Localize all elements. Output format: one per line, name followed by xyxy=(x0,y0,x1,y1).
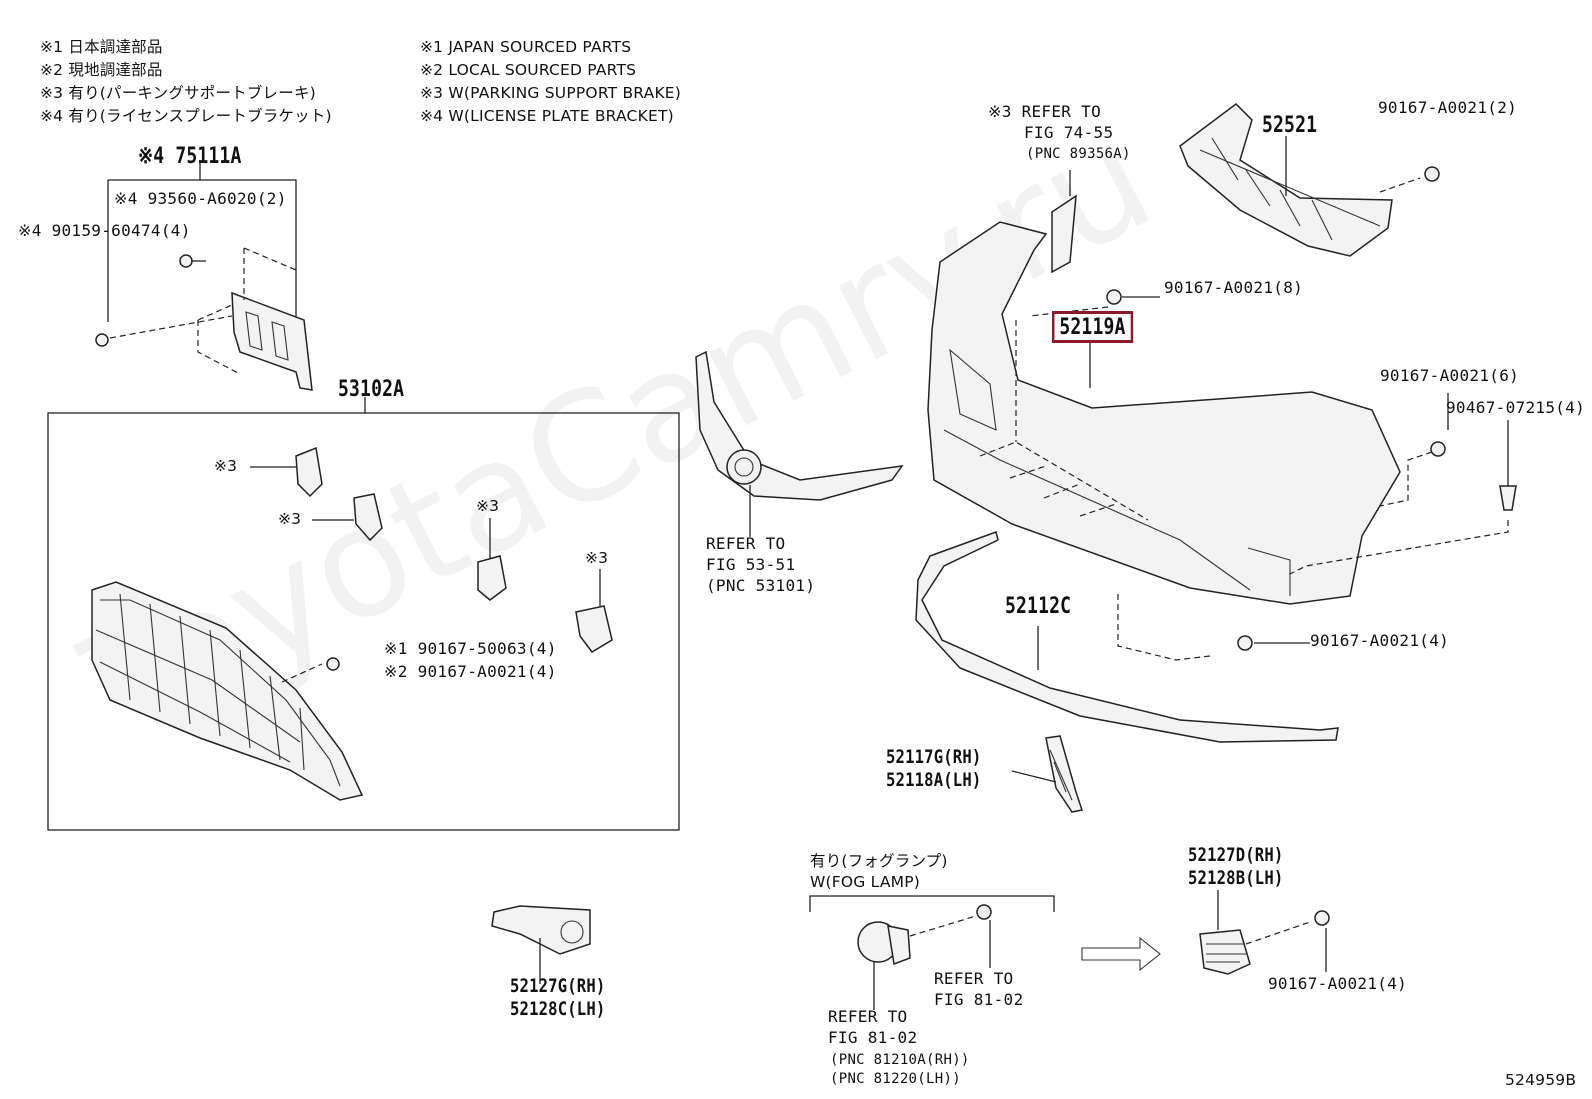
fog-group-title-en: W(FOG LAMP) xyxy=(810,873,920,891)
part-75111a-label[interactable]: ※4 75111A xyxy=(138,144,242,169)
refer-81-02-left-line2[interactable]: FIG 81-02 xyxy=(828,1028,918,1047)
legend-jp-3: ※3 有り(パーキングサポートブレーキ) xyxy=(40,84,316,102)
fog-cover-right-drawing xyxy=(1199,890,1330,975)
part-90467-07215-label[interactable]: 90467-07215(4) xyxy=(1446,398,1586,417)
figure-id: 524959B xyxy=(1505,1071,1577,1089)
grille-drawing xyxy=(91,581,364,801)
part-90167-a0021-6-label[interactable]: 90167-A0021(6) xyxy=(1380,366,1520,385)
legend-jp-2: ※2 現地調達部品 xyxy=(40,61,163,79)
refer-81-02-right-line2[interactable]: FIG 81-02 xyxy=(934,990,1024,1009)
part-52127g-label[interactable]: 52127G(RH) xyxy=(510,975,606,997)
part-90167-50063-label[interactable]: ※1 90167-50063(4) xyxy=(384,639,557,658)
refer-74-55-line1[interactable]: ※3 REFER TO xyxy=(988,102,1102,121)
legend-jp-4: ※4 有り(ライセンスプレートブラケット) xyxy=(40,107,332,125)
refer-74-55-line2[interactable]: FIG 74-55 xyxy=(1024,123,1114,142)
sensor-drawings xyxy=(250,446,613,653)
fog-lamp-group-drawing xyxy=(809,895,1161,1010)
license-group-leader xyxy=(107,161,297,322)
refer-53-51-line3: (PNC 53101) xyxy=(706,576,816,595)
legend-en-1: ※1 JAPAN SOURCED PARTS xyxy=(420,38,632,56)
sensor-mark-4: ※3 xyxy=(585,549,609,567)
refer-53-51-line2[interactable]: FIG 53-51 xyxy=(706,555,796,574)
reflector-drawing xyxy=(1011,735,1083,813)
part-52127d-label[interactable]: 52127D(RH) xyxy=(1188,844,1284,866)
part-90167-a0021-grille-label[interactable]: ※2 90167-A0021(4) xyxy=(384,662,557,681)
part-90159-label[interactable]: ※4 90159-60474(4) xyxy=(18,221,191,240)
part-90167-a0021-4-fog-label[interactable]: 90167-A0021(4) xyxy=(1268,974,1408,993)
grille-group-box xyxy=(47,412,680,831)
part-90167-a0021-4-bottom-label[interactable]: 90167-A0021(4) xyxy=(1310,631,1450,650)
refer-74-55-line3: (PNC 89356A) xyxy=(1026,146,1131,162)
label-drawing xyxy=(1051,170,1077,274)
part-53102a-label[interactable]: 53102A xyxy=(338,377,405,402)
sensor-mark-3: ※3 xyxy=(476,497,500,515)
refer-81-02-right-line1[interactable]: REFER TO xyxy=(934,969,1014,988)
fog-cover-lower-drawing xyxy=(491,905,591,984)
part-90167-a0021-2-label[interactable]: 90167-A0021(2) xyxy=(1378,98,1518,117)
retainer-drawing xyxy=(1179,103,1440,257)
refer-53-51-line1[interactable]: REFER TO xyxy=(706,534,786,553)
refer-81-02-left-line4: (PNC 81220(LH)) xyxy=(830,1071,961,1087)
legend-jp-1: ※1 日本調達部品 xyxy=(40,38,163,56)
part-52521-label[interactable]: 52521 xyxy=(1262,113,1318,138)
upper-grille-drawing xyxy=(695,350,904,537)
part-52128b-label[interactable]: 52128B(LH) xyxy=(1188,867,1284,889)
refer-81-02-left-line3: (PNC 81210A(RH)) xyxy=(830,1052,970,1068)
refer-81-02-left-line1[interactable]: REFER TO xyxy=(828,1007,908,1026)
part-52117g-label[interactable]: 52117G(RH) xyxy=(886,746,982,768)
sensor-mark-2: ※3 xyxy=(278,510,302,528)
part-52119a-label[interactable]: 52119A xyxy=(1052,311,1133,343)
lower-molding-drawing xyxy=(915,531,1339,743)
bumper-cover-drawing xyxy=(927,221,1517,661)
fog-group-title-jp: 有り(フォグランプ) xyxy=(810,852,948,870)
legend-en-3: ※3 W(PARKING SUPPORT BRAKE) xyxy=(420,84,682,102)
part-52118a-label[interactable]: 52118A(LH) xyxy=(886,769,982,791)
license-bracket-drawing xyxy=(95,247,313,391)
part-90167-a0021-8-label[interactable]: 90167-A0021(8) xyxy=(1164,278,1304,297)
sensor-mark-1: ※3 xyxy=(214,457,238,475)
legend-en-4: ※4 W(LICENSE PLATE BRACKET) xyxy=(420,107,674,125)
legend-en-2: ※2 LOCAL SOURCED PARTS xyxy=(420,61,637,79)
part-93560-label[interactable]: ※4 93560-A6020(2) xyxy=(114,189,287,208)
part-52112c-label[interactable]: 52112C xyxy=(1005,594,1072,619)
part-52128c-label[interactable]: 52128C(LH) xyxy=(510,998,606,1020)
